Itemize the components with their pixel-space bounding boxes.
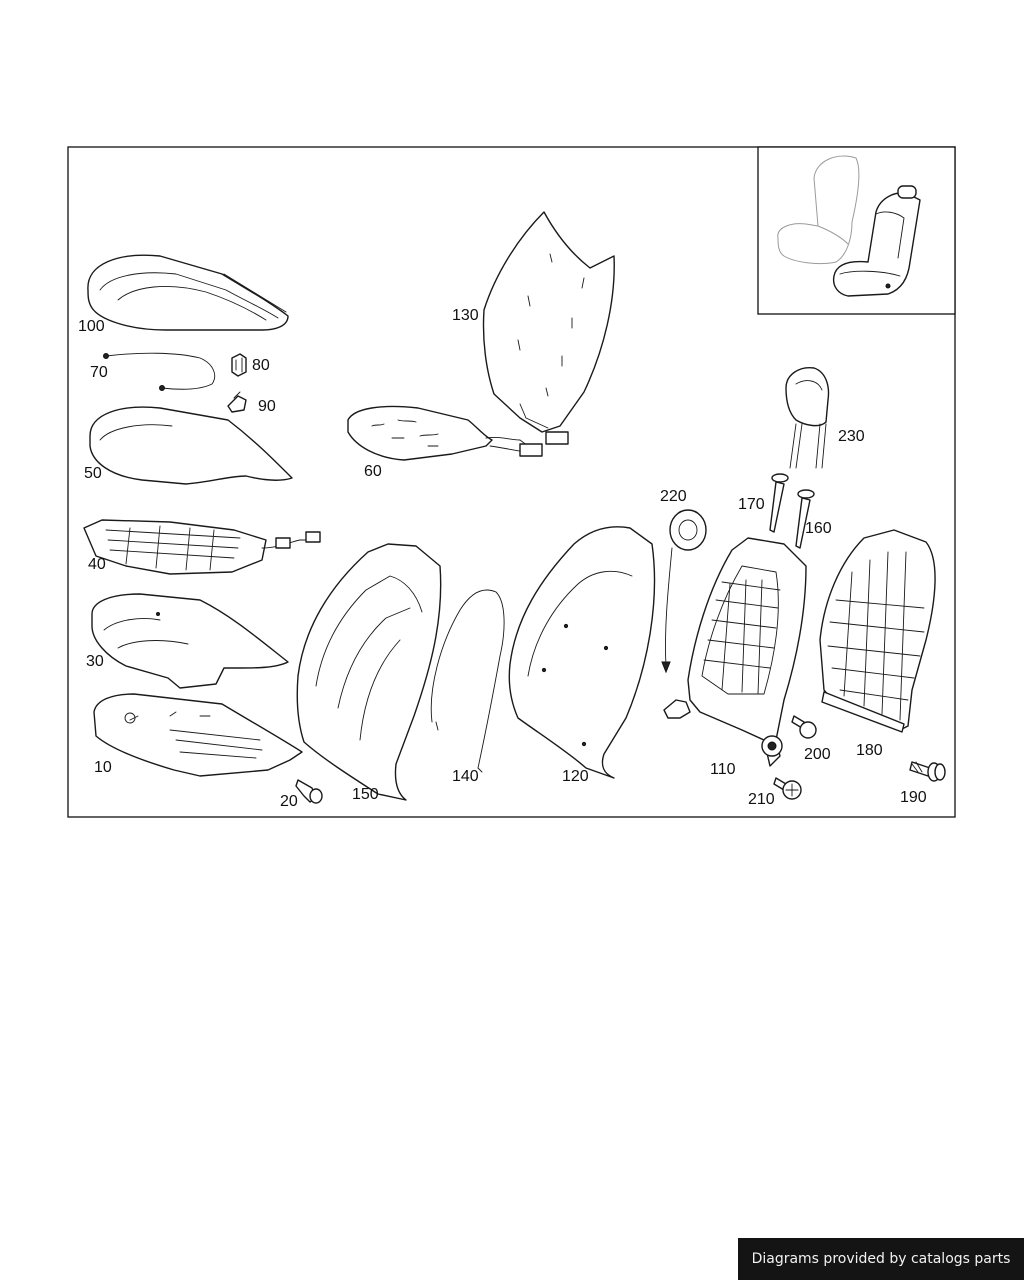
callout-200: 200 <box>804 746 831 763</box>
part-180-back-panel <box>819 529 936 733</box>
callout-220: 220 <box>660 488 687 505</box>
callout-180: 180 <box>856 742 883 759</box>
part-80-clip <box>231 353 247 377</box>
part-40-heater-mat <box>83 519 321 575</box>
part-100-cushion-cover <box>87 254 289 331</box>
callout-60: 60 <box>364 463 382 480</box>
footer-credit-banner: Diagrams provided by catalogs parts <box>738 1238 1024 1280</box>
callout-80: 80 <box>252 357 270 374</box>
callout-140: 140 <box>452 768 479 785</box>
part-150-backrest-cover <box>296 543 442 801</box>
callout-70: 70 <box>90 364 108 381</box>
callout-160: 160 <box>805 520 832 537</box>
callout-130: 130 <box>452 307 479 324</box>
part-20-bolt <box>295 779 323 804</box>
callout-150: 150 <box>352 786 379 803</box>
callout-110: 110 <box>710 761 736 778</box>
part-30-foam <box>91 593 289 689</box>
callout-10: 10 <box>94 759 112 776</box>
callout-50: 50 <box>84 465 102 482</box>
part-130-backrest-heater-mat <box>482 211 615 433</box>
part-220-adjuster-knob <box>661 509 707 674</box>
part-50-foam-pad <box>89 406 293 485</box>
part-60-back-heater-pad <box>347 405 569 461</box>
callout-100: 100 <box>78 318 105 335</box>
part-160-headrest-guide <box>795 489 815 549</box>
callout-210: 210 <box>748 791 775 808</box>
part-230-headrest <box>785 367 830 469</box>
callout-230: 230 <box>838 428 865 445</box>
part-210-screw <box>773 777 802 800</box>
part-90-clip <box>227 391 247 413</box>
inset-seat-locator <box>777 155 921 297</box>
callout-20: 20 <box>280 793 298 810</box>
part-190-bolt <box>909 761 946 782</box>
callout-40: 40 <box>88 556 106 573</box>
part-170-headrest-guide <box>769 473 789 533</box>
callout-30: 30 <box>86 653 104 670</box>
part-120-backrest-shell <box>508 526 656 779</box>
callout-190: 190 <box>900 789 927 806</box>
part-110-backrest-frame <box>663 537 807 767</box>
part-10-seat-pan <box>93 693 303 777</box>
callout-170: 170 <box>738 496 765 513</box>
callout-90: 90 <box>258 398 276 415</box>
part-140-wire-frame <box>430 589 505 773</box>
part-70-wire <box>103 352 216 391</box>
callout-120: 120 <box>562 768 589 785</box>
part-200-screw <box>791 715 817 739</box>
